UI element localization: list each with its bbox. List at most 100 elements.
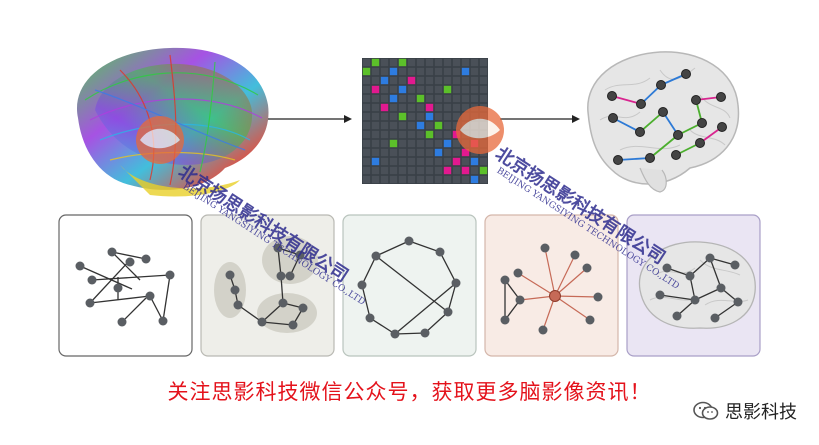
matrix-cell [425,58,434,67]
matrix-cell [362,175,371,184]
matrix-cell [479,157,488,166]
matrix-cell [389,85,398,94]
matrix-cell [380,58,389,67]
matrix-cell [362,103,371,112]
matrix-cell [479,94,488,103]
matrix-cell [389,58,398,67]
matrix-cell [389,121,398,130]
matrix-cell [470,157,479,166]
matrix-cell [443,58,452,67]
matrix-cell [434,175,443,184]
matrix-cell [416,130,425,139]
matrix-cell [380,166,389,175]
matrix-cell [362,112,371,121]
matrix-cell [434,139,443,148]
matrix-cell [389,148,398,157]
matrix-cell [416,67,425,76]
matrix-cell [452,85,461,94]
matrix-cell [443,94,452,103]
matrix-cell [407,175,416,184]
matrix-cell [461,67,470,76]
matrix-cell [470,175,479,184]
matrix-cell [443,166,452,175]
matrix-cell [479,166,488,175]
matrix-cell [398,103,407,112]
brain-network [587,51,740,193]
matrix-cell [425,175,434,184]
matrix-cell [389,112,398,121]
matrix-cell [479,175,488,184]
matrix-cell [443,103,452,112]
matrix-cell [407,94,416,103]
matrix-cell [398,58,407,67]
matrix-cell [362,58,371,67]
matrix-cell [389,76,398,85]
brand: 思影科技 [693,398,797,424]
matrix-cell [416,58,425,67]
matrix-cell [371,112,380,121]
matrix-cell [362,94,371,103]
matrix-cell [425,85,434,94]
matrix-cell [362,157,371,166]
panel-modular-network [200,214,335,357]
matrix-cell [425,67,434,76]
brand-name: 思影科技 [725,402,797,423]
matrix-cell [425,130,434,139]
matrix-cell [443,148,452,157]
matrix-cell [398,121,407,130]
matrix-cell [362,67,371,76]
matrix-cell [380,148,389,157]
matrix-cell [479,67,488,76]
matrix-cell [380,76,389,85]
matrix-cell [371,85,380,94]
matrix-cell [398,175,407,184]
matrix-cell [380,130,389,139]
matrix-cell [389,166,398,175]
matrix-cell [443,67,452,76]
flow-arrow-2 [500,115,580,123]
matrix-cell [425,121,434,130]
matrix-cell [425,166,434,175]
matrix-cell [398,148,407,157]
matrix-cell [461,148,470,157]
matrix-cell [362,148,371,157]
matrix-cell [434,67,443,76]
panel-brain-graph [626,214,761,357]
matrix-cell [389,139,398,148]
matrix-cell [398,94,407,103]
matrix-cell [416,139,425,148]
matrix-cell [434,58,443,67]
matrix-cell [479,76,488,85]
matrix-cell [416,157,425,166]
matrix-cell [452,166,461,175]
matrix-cell [416,166,425,175]
caption-text: 关注思影科技微信公众号，获取更多脑影像资讯！ [167,380,652,404]
matrix-cell [407,67,416,76]
matrix-cell [380,121,389,130]
matrix-cell [470,85,479,94]
matrix-cell [371,148,380,157]
matrix-cell [389,94,398,103]
matrix-cell [470,67,479,76]
matrix-cell [380,94,389,103]
matrix-cell [452,157,461,166]
matrix-cell [371,157,380,166]
matrix-cell [425,139,434,148]
matrix-cell [434,112,443,121]
matrix-cell [434,130,443,139]
panel-small-world-network [342,214,477,357]
matrix-cell [380,103,389,112]
matrix-cell [380,85,389,94]
matrix-cell [452,139,461,148]
matrix-cell [416,175,425,184]
matrix-cell [416,85,425,94]
matrix-cell [389,130,398,139]
wechat-icon [693,401,719,420]
matrix-cell [416,148,425,157]
matrix-cell [452,148,461,157]
matrix-cell [434,76,443,85]
matrix-cell [425,103,434,112]
hub-node [549,290,561,302]
matrix-cell [398,76,407,85]
matrix-cell [380,139,389,148]
